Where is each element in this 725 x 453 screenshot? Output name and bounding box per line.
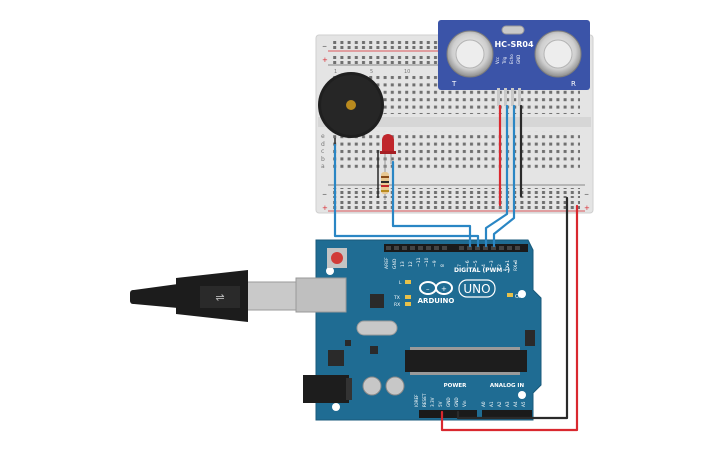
power-pin-label: RESET bbox=[422, 393, 427, 407]
sensor-pin-label: Echo bbox=[509, 54, 514, 64]
led-label: L bbox=[399, 280, 402, 286]
rail-minus-label-bottom: − bbox=[322, 191, 327, 198]
digital-pin-label: 7 bbox=[457, 264, 463, 267]
sensor-receive-mark: R bbox=[571, 80, 576, 88]
analog-pin-label: A5 bbox=[521, 401, 526, 407]
power-pin-label: 5V bbox=[438, 401, 443, 407]
analog-pin-label: A1 bbox=[489, 401, 494, 407]
digital-pin-label: ~5 bbox=[473, 260, 479, 267]
analog-pin-label: A3 bbox=[505, 401, 510, 407]
power-pin-label: 3.3V bbox=[430, 397, 435, 407]
digital-pin-label: 8 bbox=[440, 264, 446, 267]
usb-symbol-icon: ⇌ bbox=[215, 291, 224, 304]
row-letter: c bbox=[321, 148, 324, 155]
piezo-buzzer bbox=[318, 72, 384, 190]
sensor-pin-label: Vcc bbox=[495, 57, 500, 64]
svg-text:+: + bbox=[584, 204, 590, 212]
ultrasonic-sensor: HC-SR04 T R Vcc Trig Echo GND bbox=[438, 20, 590, 106]
power-pin-label: Vin bbox=[462, 400, 467, 407]
row-letter: d bbox=[321, 141, 325, 148]
svg-text:+: + bbox=[441, 285, 447, 293]
wire-trig bbox=[484, 196, 509, 248]
led-label: TX bbox=[393, 295, 400, 301]
sensor-pin-label: GND bbox=[516, 55, 521, 64]
digital-pin-label: ~11 bbox=[416, 257, 422, 267]
sensor-pin-label: Trig bbox=[502, 56, 507, 65]
svg-text:5: 5 bbox=[370, 69, 373, 75]
wire-led bbox=[391, 160, 472, 248]
wires bbox=[333, 104, 579, 432]
power-pin-label: GND bbox=[446, 397, 451, 407]
digital-pin-label: RX◂0 bbox=[513, 260, 519, 271]
power-pin-label: IOREF bbox=[414, 394, 419, 407]
rail-plus-label-bottom: + bbox=[322, 204, 328, 212]
wire-echo bbox=[492, 196, 516, 248]
arduino-model-label: UNO bbox=[463, 282, 490, 296]
rail-minus-label: − bbox=[322, 43, 327, 50]
power-header-label: POWER bbox=[444, 383, 468, 389]
digital-pin-label: 2 bbox=[497, 264, 503, 267]
svg-text:–: – bbox=[426, 285, 430, 293]
digital-pin-label: 12 bbox=[408, 261, 414, 267]
analog-pin-label: A0 bbox=[481, 401, 486, 407]
digital-pin-label: TX▸1 bbox=[505, 260, 511, 272]
svg-text:−: − bbox=[584, 191, 589, 198]
digital-pin-label: ~3 bbox=[489, 260, 495, 267]
digital-pin-label: 4 bbox=[481, 264, 487, 267]
wire-ground bbox=[456, 196, 569, 420]
arduino-logo: – + ARDUINO UNO bbox=[418, 279, 496, 305]
wire-buzzer bbox=[333, 143, 480, 248]
wire-5v bbox=[440, 204, 579, 432]
svg-text:1: 1 bbox=[334, 69, 337, 75]
sensor-model-label: HC-SR04 bbox=[494, 40, 534, 49]
digital-pin-label: GND bbox=[392, 258, 398, 269]
digital-pin-label: AREF bbox=[384, 257, 390, 269]
digital-pin-label: 13 bbox=[400, 261, 406, 267]
analog-header-label: ANALOG IN bbox=[490, 383, 525, 389]
power-pin-label: GND bbox=[454, 397, 459, 407]
row-letter: e bbox=[321, 133, 325, 140]
arduino-brand-label: ARDUINO bbox=[418, 297, 455, 305]
analog-pin-label: A4 bbox=[513, 401, 518, 407]
led-label: RX bbox=[394, 302, 400, 308]
row-letters: e d c b a bbox=[321, 133, 325, 170]
resistor bbox=[381, 165, 389, 200]
usb-cable: ⇌ bbox=[130, 270, 297, 322]
arduino-uno-board: AREF GND 13 12 ~11 ~10 ~9 8 7 ~6 ~5 4 ~3… bbox=[295, 239, 542, 421]
row-letter: b bbox=[321, 156, 325, 163]
digital-pin-label: ~9 bbox=[432, 260, 438, 267]
analog-pin-label: A2 bbox=[497, 401, 502, 407]
row-letter: a bbox=[321, 163, 325, 170]
sensor-transmit-mark: T bbox=[451, 80, 457, 88]
digital-header-label: DIGITAL (PWM~) bbox=[454, 267, 510, 274]
rail-plus-label: + bbox=[322, 56, 328, 64]
digital-pin-label: ~10 bbox=[424, 257, 430, 267]
digital-pin-label: ~6 bbox=[465, 260, 471, 267]
on-led-label: ON bbox=[515, 294, 523, 300]
svg-text:10: 10 bbox=[404, 69, 410, 75]
